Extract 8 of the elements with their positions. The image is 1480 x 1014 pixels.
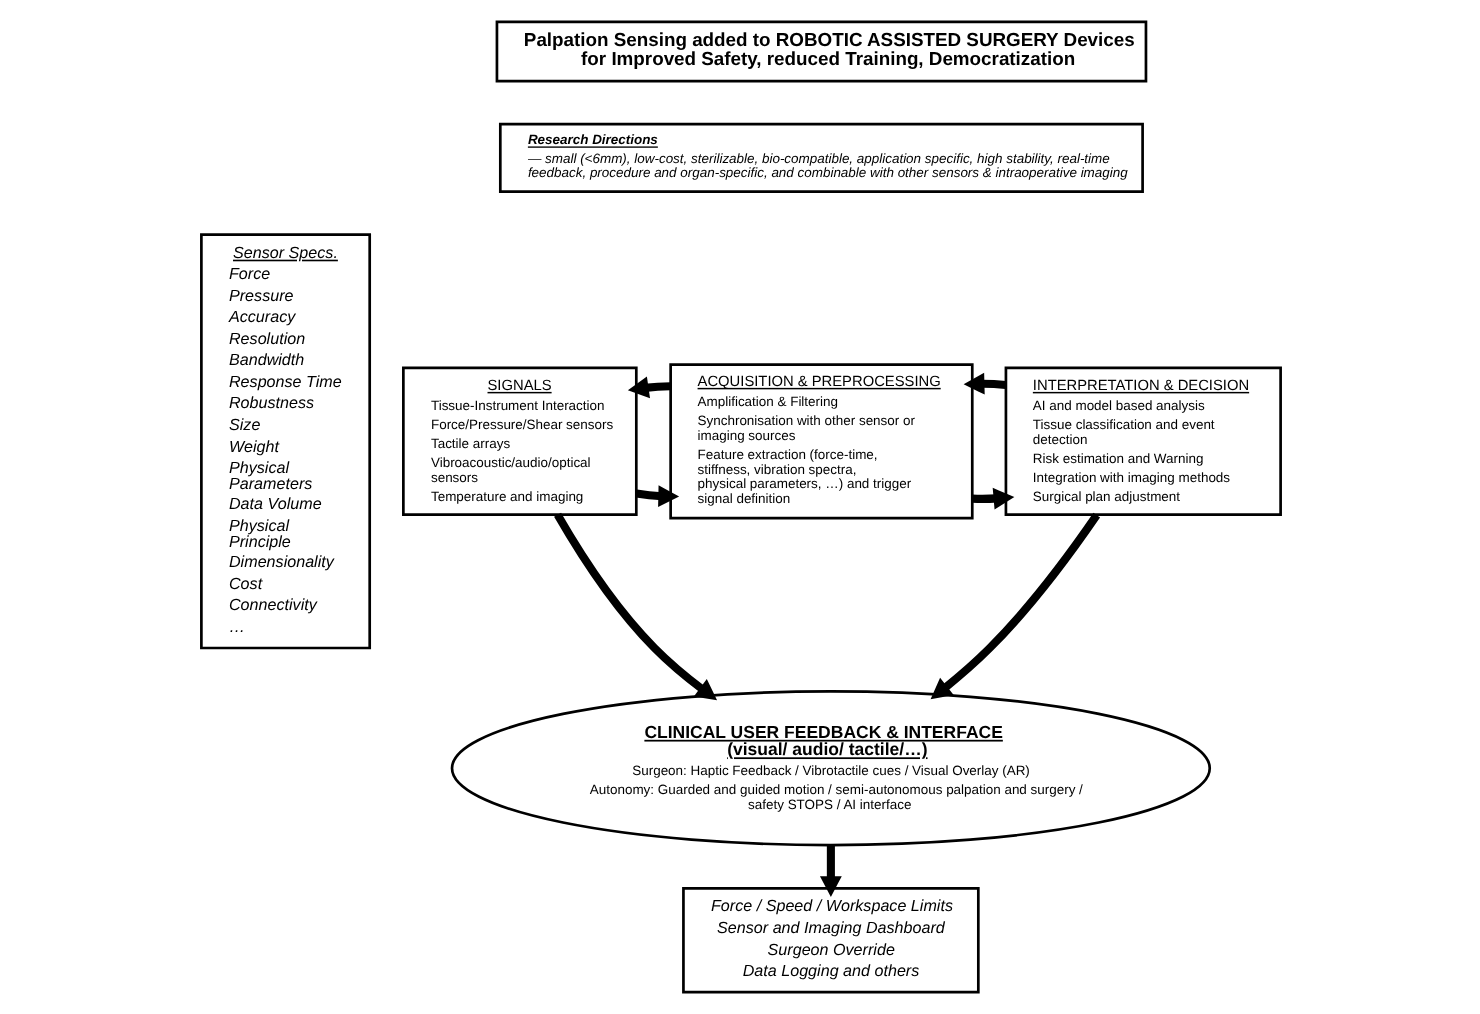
arrow	[634, 485, 679, 507]
arrow	[971, 487, 1014, 510]
arrow	[818, 845, 841, 897]
arrow	[962, 372, 1006, 395]
arrow	[929, 512, 1100, 700]
arrow	[553, 512, 717, 701]
arrow	[626, 376, 670, 399]
node-box: Palpation Sensing added to ROBOTIC ASSISTED SURGERY Devices for Improved Safety, reduced Training, Democratization	[494, 20, 1147, 83]
